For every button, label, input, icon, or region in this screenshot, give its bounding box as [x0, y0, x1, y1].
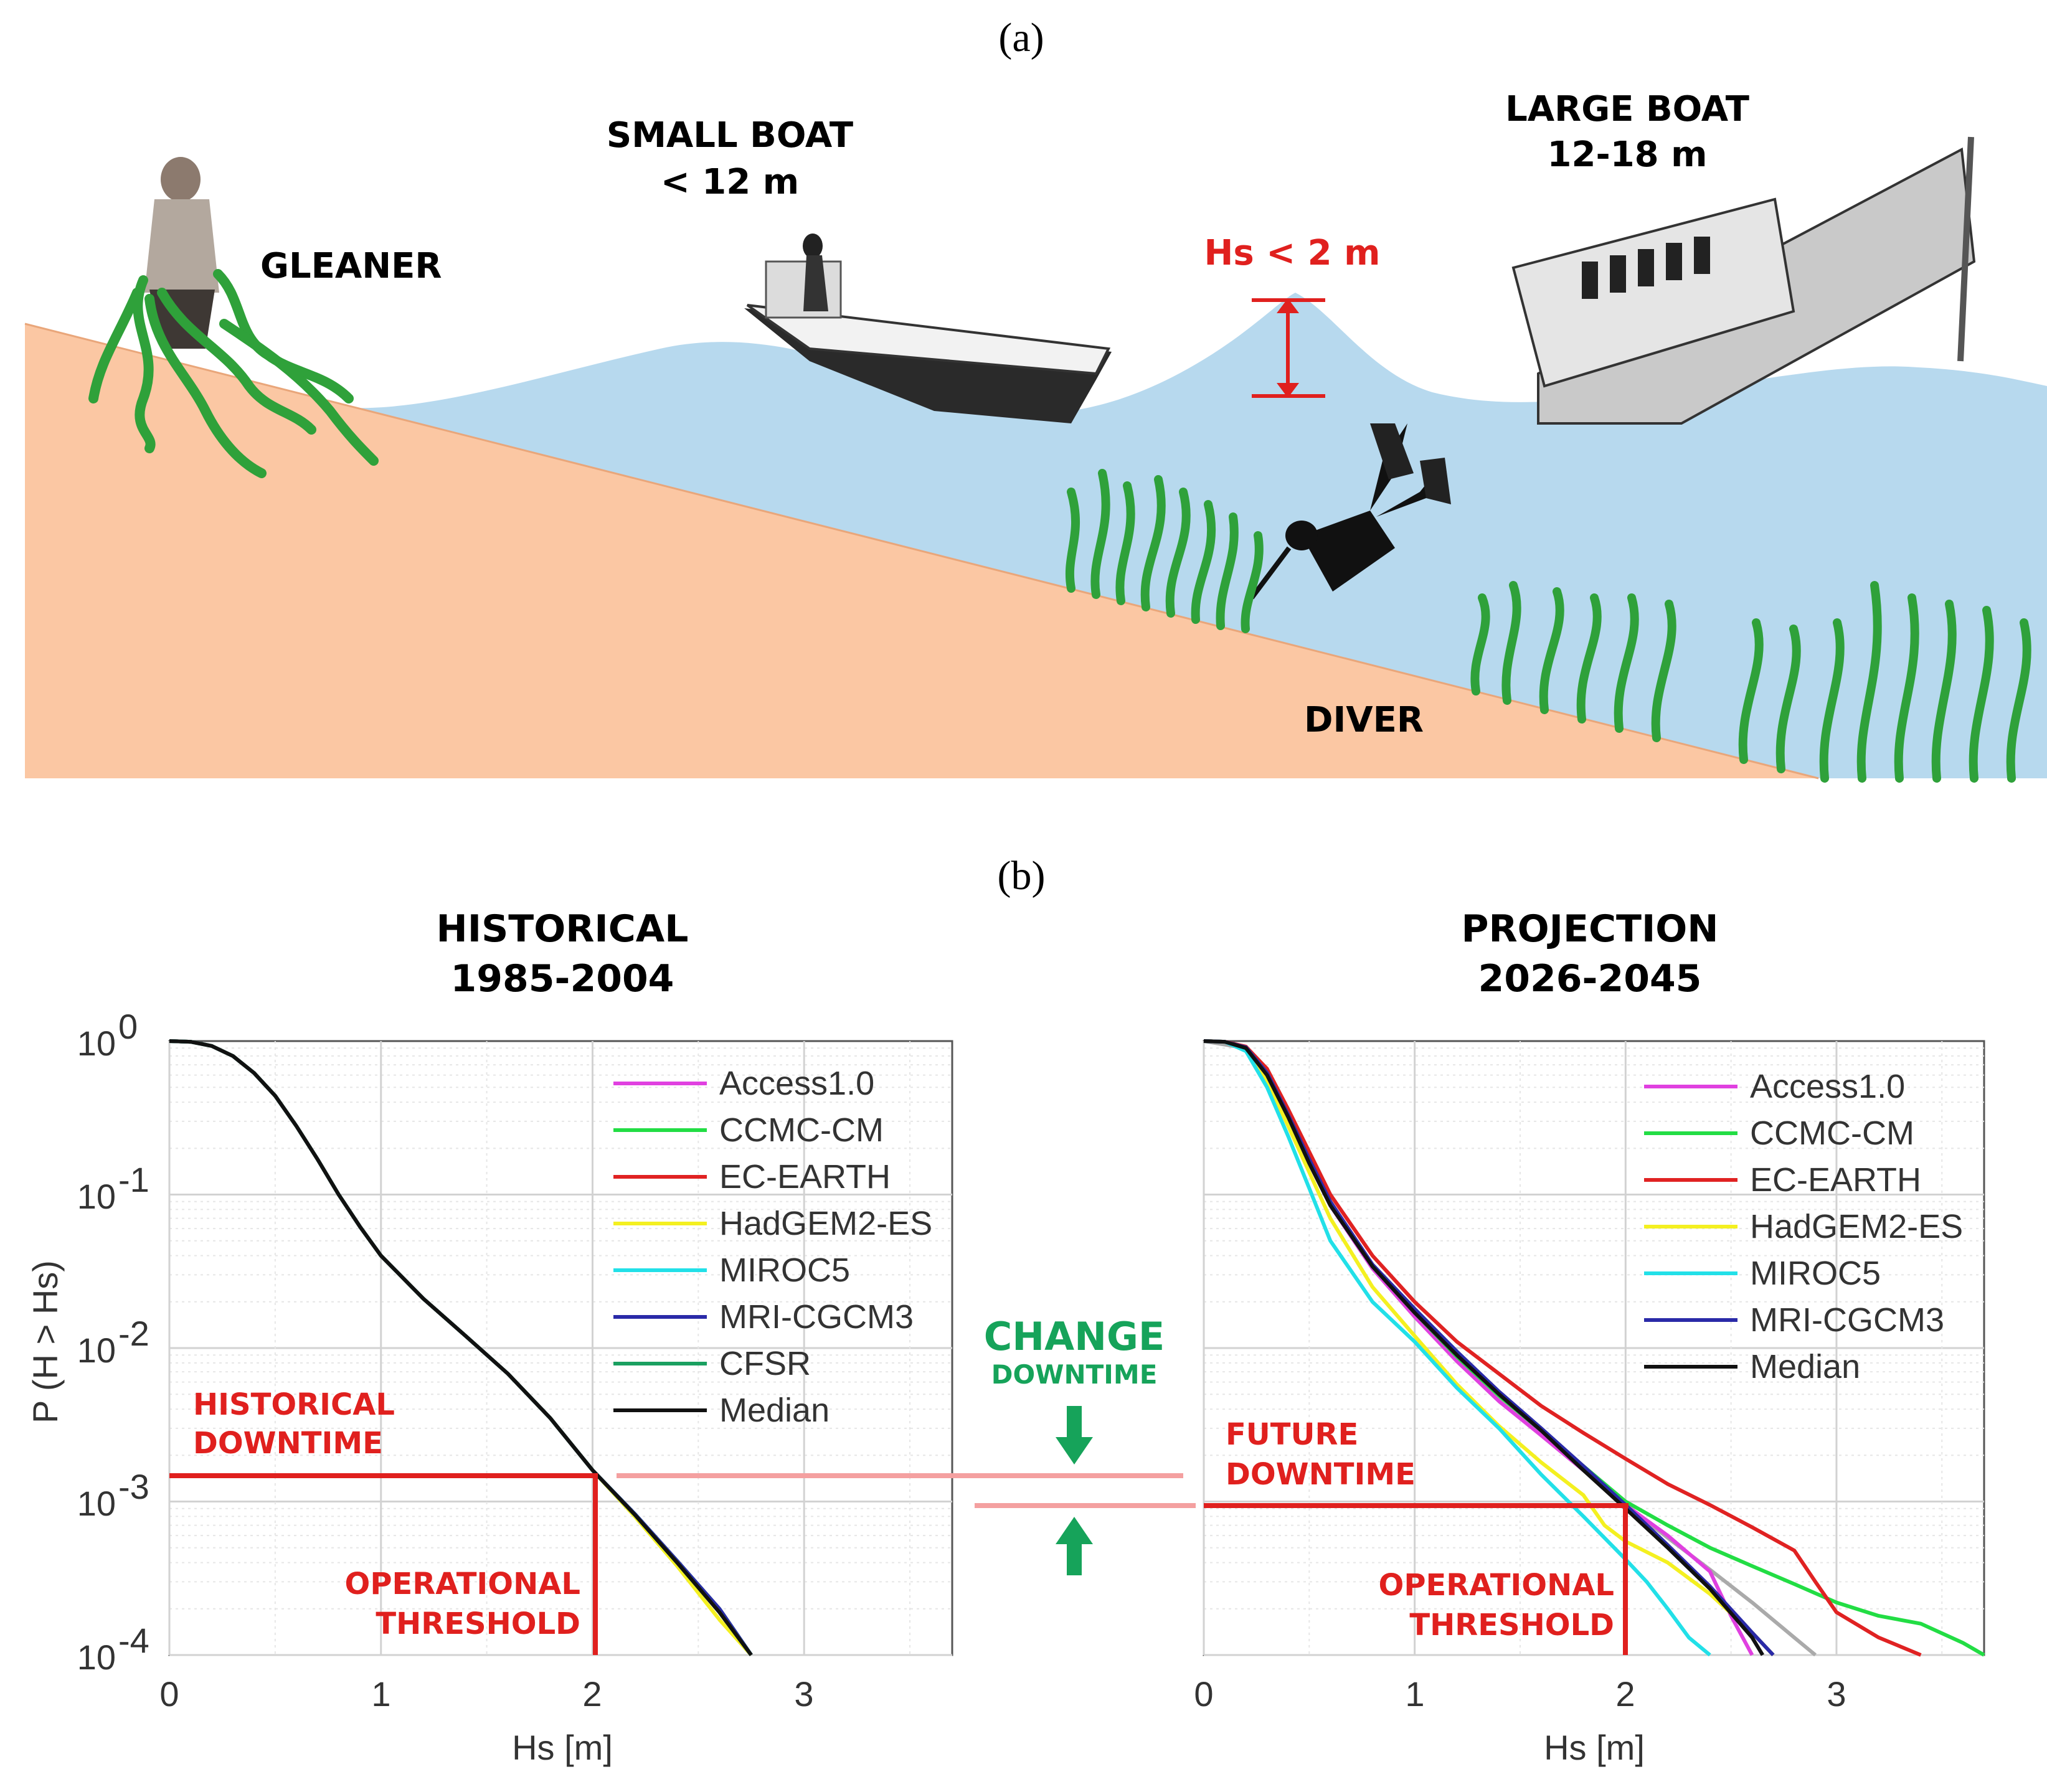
projection-legend: Access1.0 CCMC-CM EC-EARTH HadGEM2-ES MI… [1644, 1068, 1963, 1385]
legend-label-ccmc: CCMC-CM [1750, 1115, 1914, 1152]
legend-label-hadgem: HadGEM2-ES [1750, 1208, 1963, 1245]
projection-series-miroc5 [1203, 1039, 1711, 1657]
historical-x-ticks: 0 1 2 3 [159, 1674, 813, 1714]
gleaner-figure [88, 157, 379, 478]
change-label: CHANGE [984, 1314, 1165, 1359]
historical-downtime-label-line1: HISTORICAL [193, 1387, 395, 1422]
historical-threshold-lines [169, 1473, 598, 1655]
legend-label-median: Median [719, 1392, 830, 1429]
panel-a: (a) GLEANER [24, 15, 2047, 783]
large-boat-label-line1: LARGE BOAT [1505, 89, 1749, 130]
seagrass-patch-middle [1065, 469, 1264, 633]
x-tick-2: 2 [1615, 1674, 1635, 1714]
svg-text:-1: -1 [118, 1160, 149, 1199]
future-downtime-label-line1: FUTURE [1226, 1417, 1358, 1452]
svg-text:10: 10 [77, 1484, 116, 1523]
projection-grid [1203, 1041, 1984, 1656]
gleaner-label: GLEANER [260, 246, 442, 286]
historical-legend: Access1.0 CCMC-CM EC-EARTH HadGEM2-ES MI… [613, 1065, 932, 1429]
svg-text:10: 10 [77, 1331, 116, 1370]
projection-series-ec-earth [1203, 1039, 1922, 1657]
svg-text:-2: -2 [118, 1314, 149, 1353]
small-boat-label-line1: SMALL BOAT [607, 115, 853, 156]
projection-threshold-label-line2: THRESHOLD [1409, 1608, 1614, 1643]
historical-threshold-label-line2: THRESHOLD [376, 1606, 580, 1641]
x-tick-1: 1 [1405, 1674, 1424, 1714]
y-tick-label-1e-1: 10-1 [77, 1160, 149, 1216]
projection-x-ticks: 0 1 2 3 [1194, 1674, 1846, 1714]
small-boat-label-line2: < 12 m [661, 162, 799, 202]
x-tick-0: 0 [1194, 1674, 1213, 1714]
small-boat-figure [744, 233, 1112, 423]
seagrass-patch-right [1470, 581, 2031, 783]
change-downtime-annotation: CHANGE DOWNTIME [617, 1314, 1196, 1575]
y-tick-label-1e-2: 10-2 [77, 1314, 149, 1370]
legend-label-access: Access1.0 [719, 1065, 874, 1102]
historical-series-median [169, 1039, 753, 1656]
svg-text:-3: -3 [118, 1467, 149, 1506]
legend-label-miroc: MIROC5 [719, 1252, 850, 1289]
historical-title-line1: HISTORICAL [437, 907, 689, 951]
legend-label-median: Median [1750, 1348, 1860, 1385]
downtime-label: DOWNTIME [991, 1359, 1158, 1390]
historical-curves [169, 1039, 753, 1657]
historical-x-axis-label: Hs [m] [512, 1728, 613, 1767]
diver-label: DIVER [1304, 700, 1424, 740]
y-tick-label-1e-3: 10-3 [77, 1467, 149, 1523]
historical-downtime-label-line2: DOWNTIME [193, 1426, 383, 1461]
future-downtime-label-line2: DOWNTIME [1226, 1457, 1416, 1492]
wave-height-label: Hs < 2 m [1204, 233, 1381, 273]
svg-text:0: 0 [118, 1007, 138, 1046]
legend-label-ecearth: EC-EARTH [1750, 1161, 1921, 1199]
down-arrow-icon [1056, 1406, 1093, 1464]
historical-title-line2: 1985-2004 [451, 957, 674, 1001]
legend-label-access: Access1.0 [1750, 1068, 1905, 1105]
legend-label-miroc: MIROC5 [1750, 1255, 1881, 1292]
projection-title-line1: PROJECTION [1462, 907, 1719, 951]
projection-series-hadgem2-es [1203, 1039, 1775, 1657]
legend-label-cfsr: CFSR [719, 1345, 811, 1382]
historical-grid [168, 1041, 952, 1656]
y-tick-label-1e-4: 10-4 [77, 1621, 149, 1677]
diver-figure [1249, 423, 1451, 600]
large-boat-figure [1511, 136, 1976, 425]
legend-label-mri: MRI-CGCM3 [719, 1298, 914, 1336]
projection-threshold-lines [1204, 1503, 1629, 1655]
panel-a-letter: (a) [998, 15, 1044, 60]
panel-b-letter: (b) [998, 853, 1046, 898]
svg-text:10: 10 [77, 1177, 116, 1216]
projection-title-line2: 2026-2045 [1478, 957, 1702, 1001]
legend-label-ecearth: EC-EARTH [719, 1158, 891, 1195]
historical-threshold-label-line1: OPERATIONAL [345, 1567, 580, 1601]
x-tick-1: 1 [371, 1674, 390, 1714]
projection-curves [1203, 1039, 1985, 1657]
x-tick-3: 3 [794, 1674, 813, 1714]
x-tick-3: 3 [1827, 1674, 1846, 1714]
wave-height-marker [1252, 298, 1325, 398]
projection-chart: PROJECTION 2026-2045 0 1 2 3 Hs [m] Acce… [1194, 907, 1985, 1767]
legend-label-hadgem: HadGEM2-ES [719, 1205, 932, 1242]
large-boat-label-line2: 12-18 m [1548, 134, 1708, 175]
y-axis-label: P (H > Hs) [26, 1260, 65, 1423]
svg-text:10: 10 [77, 1024, 116, 1063]
projection-threshold-label-line1: OPERATIONAL [1379, 1568, 1614, 1603]
up-arrow-icon [1056, 1517, 1093, 1575]
projection-x-axis-label: Hs [m] [1544, 1728, 1645, 1767]
legend-label-ccmc: CCMC-CM [719, 1111, 884, 1149]
svg-text:-4: -4 [118, 1621, 149, 1660]
projection-series-median [1203, 1039, 1764, 1656]
legend-label-mri: MRI-CGCM3 [1750, 1301, 1944, 1339]
x-tick-0: 0 [159, 1674, 179, 1714]
x-tick-2: 2 [582, 1674, 602, 1714]
svg-text:10: 10 [77, 1638, 116, 1677]
